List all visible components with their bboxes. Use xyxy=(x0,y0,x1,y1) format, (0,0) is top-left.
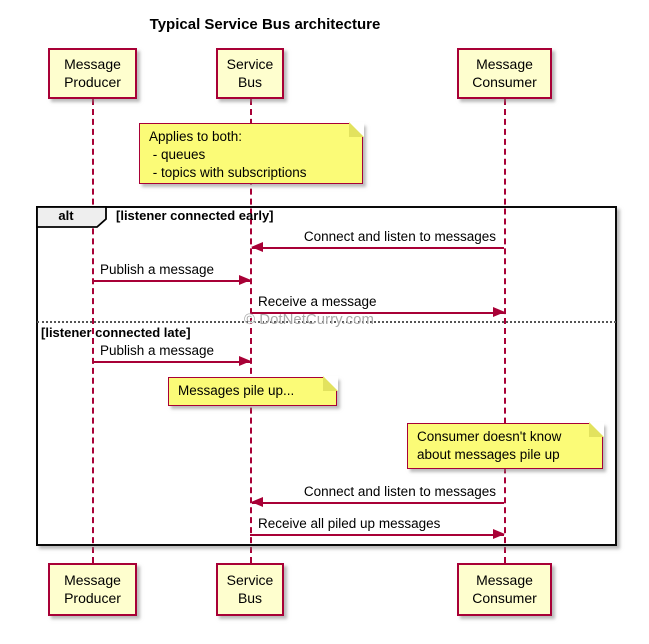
arrowhead-right-icon xyxy=(239,356,251,366)
diagram-title: Typical Service Bus architecture xyxy=(149,16,381,33)
participant-box-message-consumer-top: Message Consumer xyxy=(457,48,552,99)
note-text: Consumer doesn't know xyxy=(417,429,562,444)
arrow-line xyxy=(250,307,505,317)
message-label: Receive a message xyxy=(258,294,377,309)
lifeline-message-producer xyxy=(92,99,94,563)
arrow-line xyxy=(251,497,504,507)
message-label: Receive all piled up messages xyxy=(258,516,441,531)
participant-box-service-bus-top: Service Bus xyxy=(216,48,284,99)
guard-listener-connected-late: [listener connected late] xyxy=(41,325,191,340)
note-consumer-doesnt-know: Consumer doesn't know about messages pil… xyxy=(407,422,604,469)
note-fold-icon xyxy=(588,422,604,438)
alt-badge-shape xyxy=(36,206,107,228)
watermark: © DotNetCurry.com xyxy=(244,311,374,328)
message-publish-2: Publish a message xyxy=(92,343,251,366)
alt-section-divider xyxy=(37,321,616,323)
arrowhead-right-icon xyxy=(493,529,505,539)
arrow-line xyxy=(251,242,504,252)
arrow-line xyxy=(92,356,251,366)
alt-operator-label: alt xyxy=(58,208,74,223)
note-text: Messages pile up... xyxy=(178,383,295,398)
note-messages-pile-up: Messages pile up... xyxy=(168,376,338,406)
message-receive-all-piled-up: Receive all piled up messages xyxy=(250,516,505,539)
message-publish-1: Publish a message xyxy=(92,262,251,285)
message-connect-and-listen-2: Connect and listen to messages xyxy=(251,484,504,507)
participant-label: Service Bus xyxy=(226,572,274,606)
note-applies-to-both: Applies to both: - queues - topics with … xyxy=(139,122,364,184)
guard-listener-connected-early: [listener connected early] xyxy=(116,208,274,223)
message-label: Connect and listen to messages xyxy=(303,484,496,499)
participant-box-message-producer-top: Message Producer xyxy=(48,48,137,99)
lifeline-message-consumer xyxy=(504,99,506,563)
participant-label: Message Producer xyxy=(64,56,121,90)
note-text: - queues xyxy=(149,147,206,162)
arrowhead-left-icon xyxy=(251,497,263,507)
note-text: - topics with subscriptions xyxy=(149,165,307,180)
alt-operator-badge: alt xyxy=(36,206,108,228)
message-label: Connect and listen to messages xyxy=(303,229,496,244)
note-fold-icon xyxy=(348,122,364,138)
arrowhead-left-icon xyxy=(251,242,263,252)
note-text: about messages pile up xyxy=(417,447,560,462)
message-connect-and-listen-1: Connect and listen to messages xyxy=(251,229,504,252)
participant-box-message-consumer-bottom: Message Consumer xyxy=(457,563,552,616)
alt-frame xyxy=(36,206,617,546)
arrow-line xyxy=(92,275,251,285)
participant-box-service-bus-bottom: Service Bus xyxy=(216,563,284,616)
message-receive-a-message: Receive a message xyxy=(250,294,505,317)
message-label: Publish a message xyxy=(100,262,215,277)
note-fold-icon xyxy=(322,376,338,392)
participant-label: Service Bus xyxy=(226,56,274,90)
participant-label: Message Consumer xyxy=(472,572,537,606)
message-label: Publish a message xyxy=(100,343,215,358)
lifeline-service-bus xyxy=(250,99,252,563)
arrow-line xyxy=(250,529,505,539)
participant-label: Message Producer xyxy=(64,572,121,606)
participant-label: Message Consumer xyxy=(472,56,537,90)
participant-box-message-producer-bottom: Message Producer xyxy=(48,563,137,616)
note-text: Applies to both: xyxy=(149,129,243,144)
arrowhead-right-icon xyxy=(493,307,505,317)
arrowhead-right-icon xyxy=(239,275,251,285)
